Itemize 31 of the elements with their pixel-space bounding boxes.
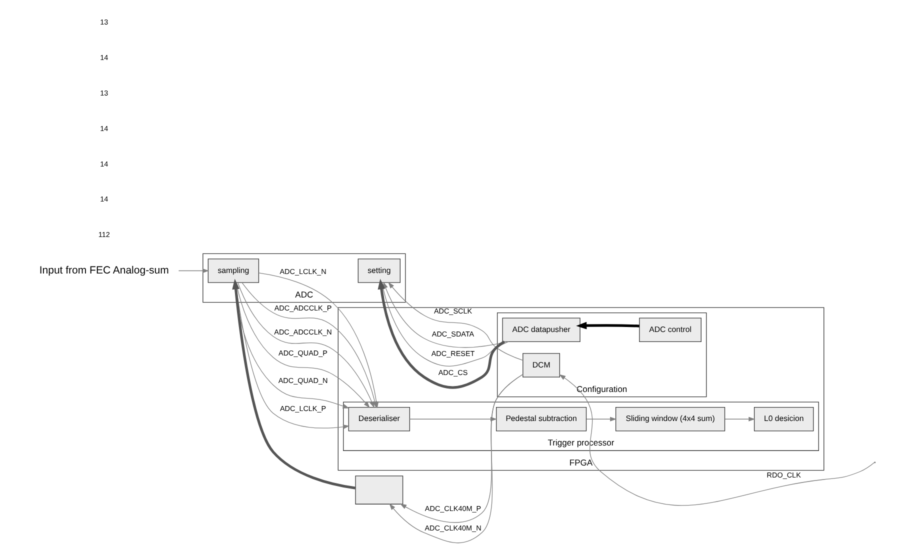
- edge-label: RDO_CLK: [766, 470, 800, 480]
- edge-label: ADC_RESET: [430, 348, 474, 358]
- edge-label: ADC_CS: [438, 368, 468, 377]
- arrow: [724, 416, 755, 422]
- edge-label: ADC_CLK40M_P: [424, 504, 481, 513]
- arrow: [576, 322, 639, 330]
- arrow: [558, 374, 874, 506]
- label: 14: [100, 159, 108, 168]
- edge-label: ADC_QUAD_N: [278, 376, 328, 385]
- edge-label: ADC_ADCCLK_N: [274, 327, 332, 336]
- edge-label: ADC_LCLK_P: [279, 404, 326, 414]
- arrow: [399, 374, 523, 523]
- edge-label: ADC_LCLK_N: [279, 266, 326, 276]
- arrow: [178, 268, 208, 274]
- node-text: Input from FEC Analog-sum: [38, 264, 168, 276]
- edge-label: ADC_QUAD_P: [278, 348, 327, 358]
- arrow: [388, 282, 523, 361]
- arrow: [377, 278, 504, 389]
- label: 14: [100, 194, 108, 204]
- label: 112: [98, 230, 110, 240]
- label: 13: [100, 17, 108, 26]
- label: 14: [100, 52, 108, 62]
- node-box: [354, 476, 403, 504]
- edge-label: ADC_SDATA: [431, 329, 474, 338]
- edge-label: ADC_SCLK: [433, 306, 472, 316]
- label: 14: [100, 124, 108, 133]
- arrow: [586, 416, 616, 422]
- label: 13: [100, 88, 108, 98]
- arrow: [388, 374, 523, 544]
- edge-label: ADC_ADCCLK_P: [274, 304, 332, 313]
- edge-label: ADC_CLK40M_N: [424, 524, 481, 533]
